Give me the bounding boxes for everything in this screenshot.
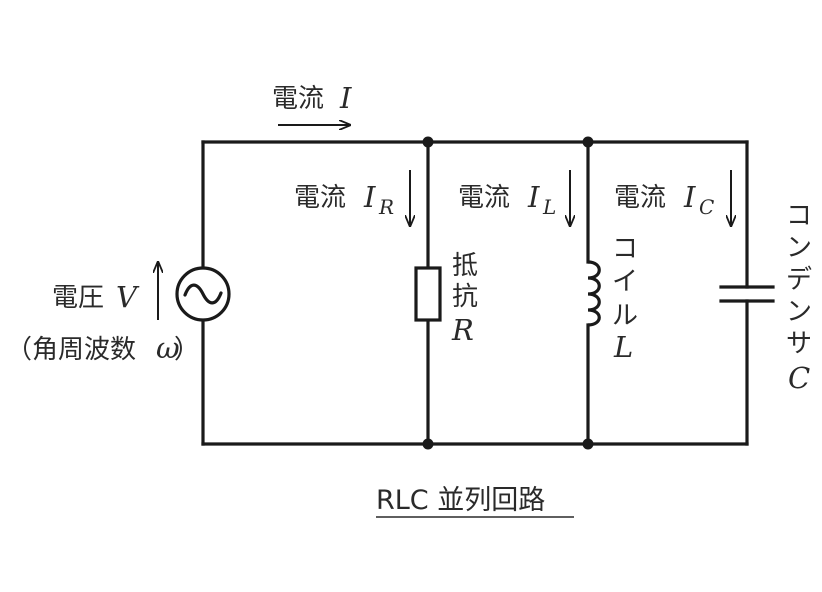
coil-current-label: 電流 I L [458,180,556,219]
current-symbol: I [363,180,376,214]
coil-name-char: コ [612,234,638,264]
voltage-symbol: V [116,280,140,314]
current-word: 電流 [458,183,510,213]
ac-source [175,266,231,322]
current-symbol: I [339,81,352,115]
current-word: 電流 [614,183,666,213]
capacitor-name-char: デ [786,265,812,295]
coil-symbol [587,260,601,327]
capacitor-label: コ ン デ ン サ C [786,201,812,395]
current-subscript: C [699,195,714,219]
capacitor-name-char: サ [786,329,812,359]
current-symbol: I [683,180,696,214]
resistor-symbol [414,266,442,322]
resistor-name-char: 抵 [452,251,478,281]
coil-symbol-label: L [613,330,633,364]
frequency-symbol: ω [156,331,180,365]
current-subscript: L [542,195,556,219]
coil-label: コ イ ル L [612,234,638,364]
coil-name-char: イ [612,267,638,297]
junction-dot [422,136,434,148]
current-word: 電流 [294,183,346,213]
junction-dots [422,136,594,450]
junction-dot [422,438,434,450]
capacitor-name-char: ン [786,297,812,327]
current-symbol: I [527,180,540,214]
current-word: 電流 [272,84,324,114]
resistor-label: 抵 抗 R [451,251,478,347]
capacitor-name-char: コ [786,201,812,231]
current-subscript: R [378,195,394,219]
capacitor-symbol-label: C [788,361,810,395]
resistor-symbol-label: R [451,313,474,347]
sine-wave-icon [183,283,223,305]
capacitor-name-char: ン [786,233,812,263]
frequency-word: （角周波数 [6,335,136,365]
diagram-title: RLC 並列回路 [376,485,545,516]
current-arrows [158,125,731,320]
capacitor-symbol [719,285,775,303]
diagram-caption: RLC 並列回路 [376,485,574,518]
total-current-label: 電流 I [272,81,352,115]
coil-name-char: ル [612,301,638,331]
frequency-close-paren: ） [174,335,200,365]
voltage-label: 電圧 V [52,280,140,314]
voltage-word: 電圧 [52,283,104,313]
resistor-name-char: 抗 [452,282,478,312]
junction-dot [582,136,594,148]
resistor-current-label: 電流 I R [294,180,394,219]
junction-dot [582,438,594,450]
circuit-wires [201,140,749,446]
capacitor-current-label: 電流 I C [614,180,714,219]
frequency-label: （角周波数 ω ） [6,331,200,365]
